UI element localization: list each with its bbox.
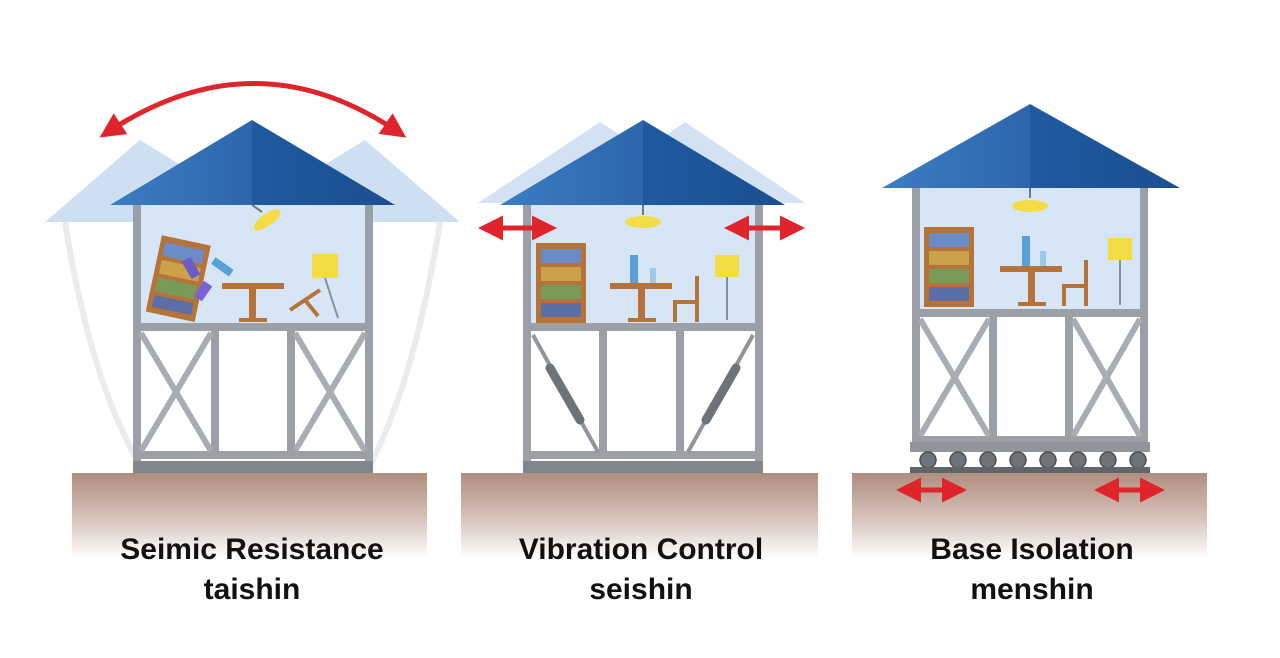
chair-toppled [288,288,322,318]
base-isolator-row [919,451,1147,469]
caption-seismic-resistance: Seimic Resistance taishin [72,530,432,610]
bookshelf [924,227,974,307]
foundation-slab [133,461,373,473]
glass [650,268,656,283]
base-isolator [979,451,997,469]
sway-arrow [99,81,407,138]
base-isolator [1069,451,1087,469]
building-base [910,442,1150,452]
ground [461,473,818,558]
building-frame [133,200,373,465]
bookshelf [536,243,586,323]
base-isolator [1129,451,1147,469]
bottle-tipping [210,257,234,277]
falling-book [193,280,213,302]
roof [500,120,785,205]
base-isolator [1009,451,1027,469]
chair [1062,260,1088,306]
panel-base-isolation [852,104,1207,558]
caption-title: Vibration Control [518,533,764,566]
roof [110,120,395,205]
caption-subtitle: taishin [203,573,301,606]
bottle [630,255,638,283]
ceiling-lamp [1012,188,1048,212]
cross-bracing [138,331,368,453]
building-frame [523,200,763,465]
isolation-track [910,467,1150,473]
caption-title: Seimic Resistance [120,533,384,566]
table [222,283,284,322]
building-frame [912,183,1148,447]
foundation-slab [523,461,763,473]
ceiling-lamp [625,205,661,228]
panel-vibration-control [461,120,818,558]
base-isolator [1099,451,1117,469]
table [610,283,672,322]
base-isolator [1039,451,1057,469]
bookshelf-falling [145,235,211,322]
ground [72,473,427,558]
damper-left [531,334,600,453]
bottle [1022,236,1030,266]
caption-base-isolation: Base Isolation menshin [852,530,1212,610]
ceiling-lamp-swinging [251,204,281,231]
base-isolator [949,451,967,469]
floor-lamp [1108,238,1132,305]
glass [1040,251,1046,266]
caption-title: Base Isolation [930,533,1134,566]
base-isolator [919,451,937,469]
roof [882,104,1180,188]
chair [673,276,699,322]
table [1000,266,1062,306]
caption-subtitle: seishin [589,573,693,606]
falling-book [181,256,201,280]
floor-lamp-falling [312,254,339,319]
caption-subtitle: menshin [970,573,1094,606]
damper-right [686,334,755,453]
cross-bracing [917,317,1143,438]
caption-vibration-control: Vibration Control seishin [461,530,821,610]
panel-seismic-resistance [45,81,460,558]
floor-lamp [715,255,739,320]
